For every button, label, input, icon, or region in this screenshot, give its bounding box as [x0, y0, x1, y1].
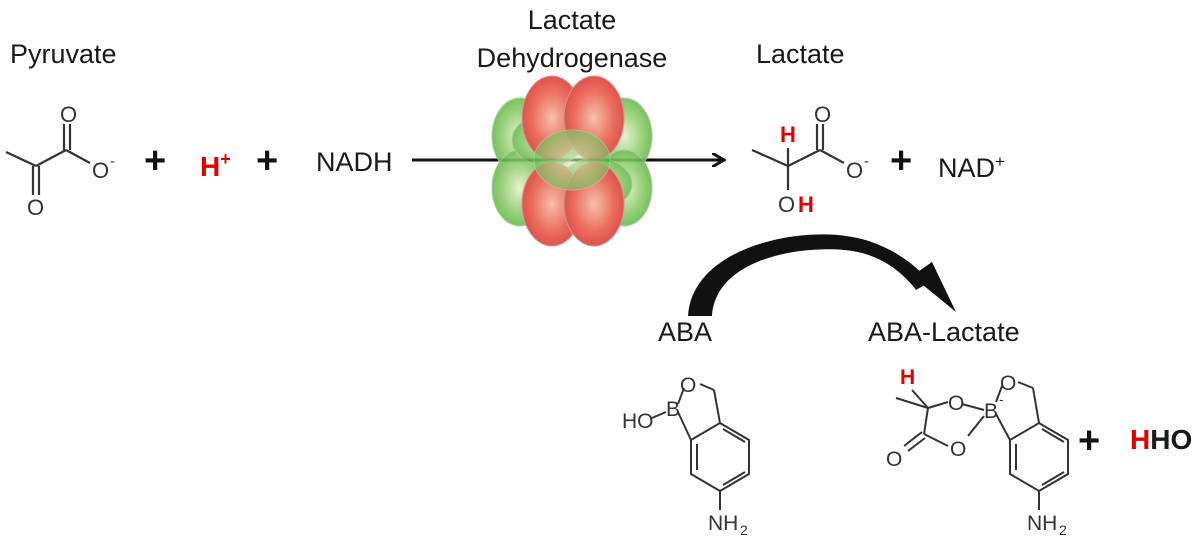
lactate-carbonyl-oxygen: O: [814, 102, 831, 127]
aba-boron: B: [666, 398, 680, 421]
water-highlight-h: H: [1130, 424, 1151, 455]
pyruvate-carbonyl-oxygen: O: [27, 195, 44, 220]
aba-structure: [651, 383, 750, 510]
lactate-label: Lactate: [756, 39, 845, 69]
lactate-structure: [751, 124, 845, 190]
lactate-hydroxyl-oxygen: O: [778, 192, 795, 217]
plus-sign: +: [256, 140, 279, 182]
aba-label: ABA: [658, 317, 713, 347]
aba-amine: NH: [708, 512, 738, 535]
nad-charge: +: [995, 152, 1005, 171]
enzyme-label-line2: Dehydrogenase: [476, 43, 668, 73]
aba-lactate-label: ABA-Lactate: [868, 317, 1020, 347]
nadh-label: NADH: [316, 147, 393, 177]
plus-sign: +: [890, 140, 913, 182]
pyruvate-carboxylate-oxygen: O: [92, 158, 109, 183]
pyruvate-ketone-oxygen: O: [60, 102, 77, 127]
curved-arrow-icon: [688, 234, 956, 316]
aba-lactate-boron-charge: -: [999, 391, 1004, 407]
nad-symbol: NAD: [938, 153, 996, 183]
four-lobed-enzyme-icon: [491, 75, 653, 247]
lactate-hydroxyl-h: H: [798, 192, 814, 217]
aba-lactate-structure: [895, 381, 1069, 510]
lactate-minus-charge: -: [864, 153, 869, 170]
nad-label: NAD+: [938, 146, 1005, 184]
lactate-new-h: H: [780, 122, 796, 147]
pyruvate-label: Pyruvate: [10, 39, 117, 69]
pyruvate-minus-charge: -: [110, 153, 115, 170]
aba-lactate-carbonyl-oxygen: O: [886, 448, 902, 471]
aba-lactate-highlight-h: H: [900, 366, 915, 389]
aba-lactate-ester-oxygen-bottom: O: [950, 438, 966, 461]
water-product: HHO: [1130, 424, 1192, 456]
proton-symbol: H: [200, 151, 221, 182]
aba-ring-oxygen: O: [680, 374, 696, 397]
aba-lactate-amine-subscript: 2: [1059, 522, 1067, 538]
plus-sign: +: [1078, 420, 1101, 462]
aba-lactate-ester-oxygen-top: O: [948, 392, 964, 415]
proton: H+: [200, 143, 231, 183]
aba-lactate-boron: B: [984, 400, 998, 423]
enzyme-label-line1: Lactate: [527, 5, 617, 35]
aba-lactate-ring-oxygen: O: [1000, 372, 1016, 395]
aba-lactate-amine: NH: [1027, 512, 1057, 535]
aba-hydroxyl: HO: [622, 410, 654, 433]
water-rest: HO: [1150, 424, 1193, 455]
pyruvate-structure: [5, 124, 91, 195]
proton-charge: +: [220, 149, 231, 169]
plus-sign: +: [144, 140, 167, 182]
aba-amine-subscript: 2: [740, 522, 748, 538]
lactate-carboxylate-oxygen: O: [846, 158, 863, 183]
